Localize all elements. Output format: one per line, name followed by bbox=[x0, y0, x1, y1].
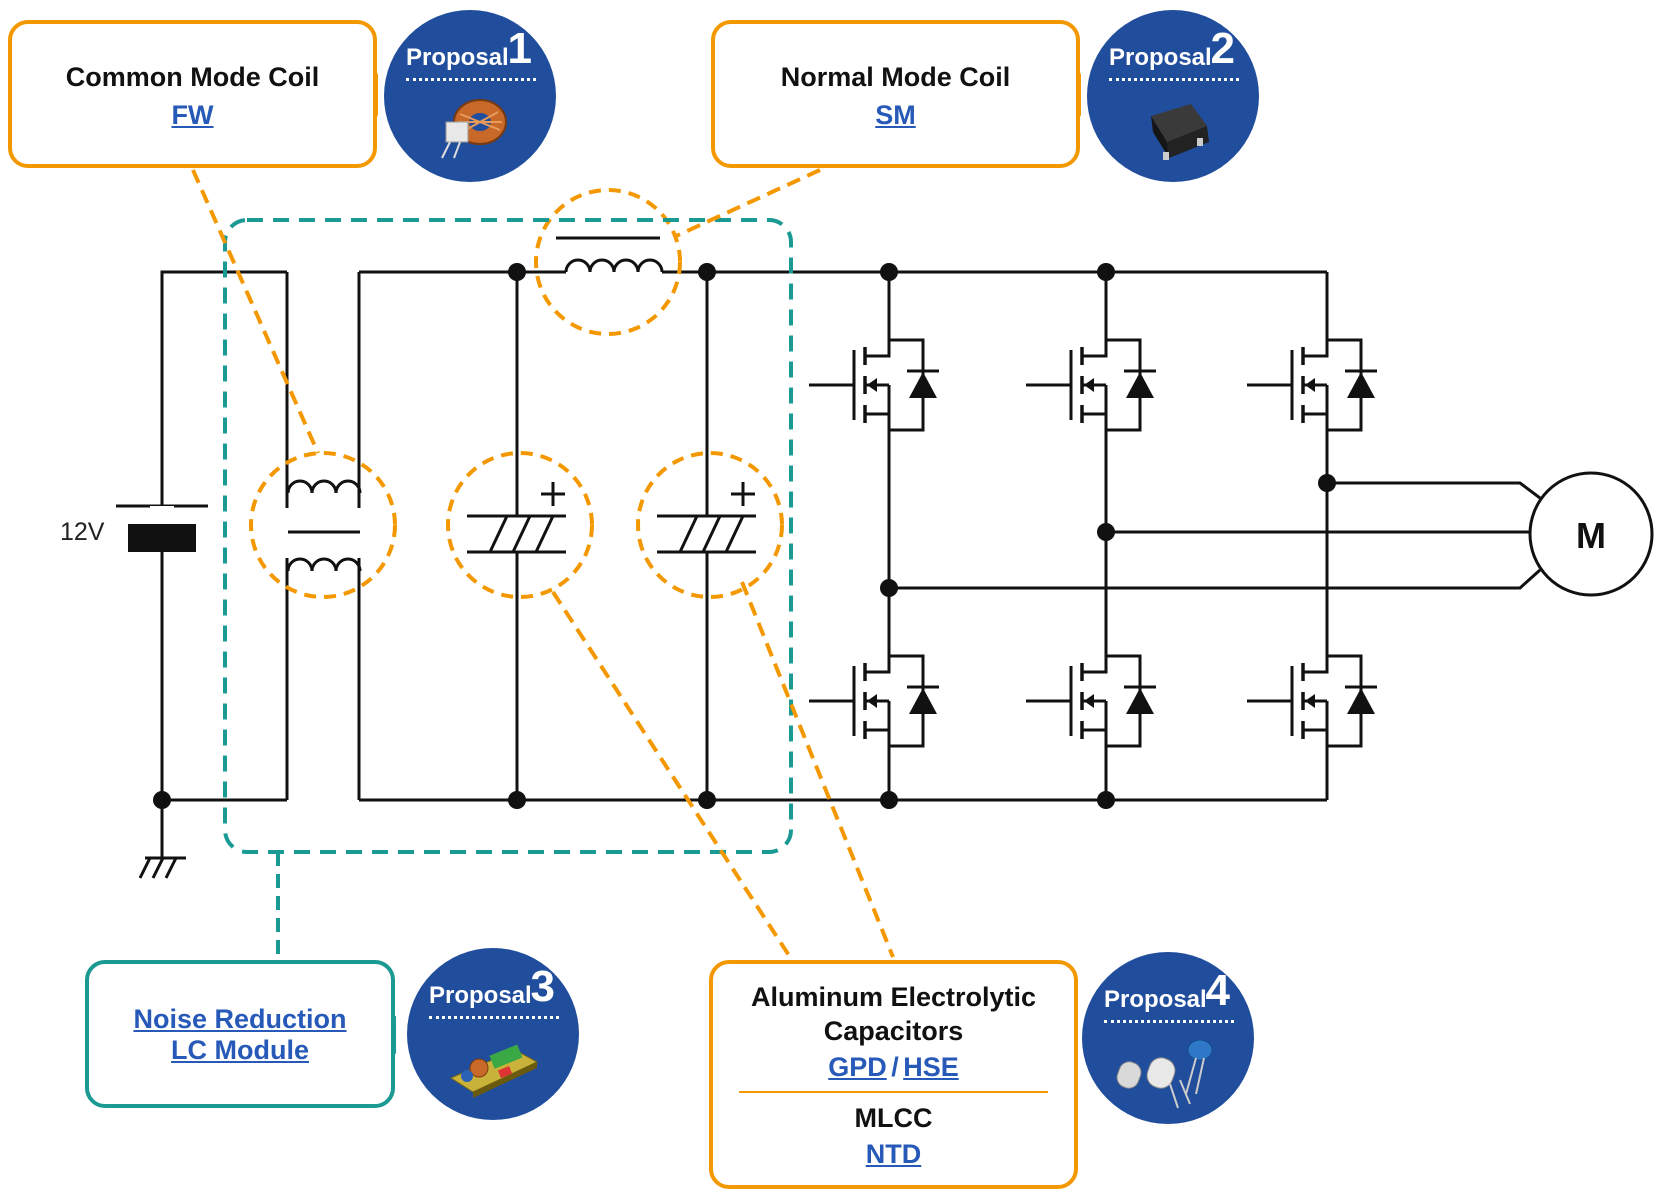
sm-link[interactable]: SM bbox=[875, 100, 916, 130]
badge-word: Proposal bbox=[429, 982, 532, 1009]
battery-voltage-label: 12V bbox=[60, 518, 105, 546]
gpd-link[interactable]: GPD bbox=[828, 1052, 887, 1082]
normal-mode-coil-callout: Normal Mode Coil SM bbox=[711, 20, 1080, 168]
callout-title: Common Mode Coil bbox=[65, 62, 320, 92]
callout-leader-lines bbox=[191, 168, 895, 959]
common-mode-coil-symbol bbox=[285, 272, 362, 800]
highlight-circles bbox=[249, 188, 784, 599]
badge-divider bbox=[1104, 1020, 1234, 1023]
badge-number: 2 bbox=[1210, 24, 1235, 73]
fw-link[interactable]: FW bbox=[171, 100, 214, 130]
badge-word: Proposal bbox=[1104, 986, 1207, 1013]
proposal-1-badge[interactable]: Proposal 1 bbox=[384, 10, 556, 182]
common-mode-coil-callout: Common Mode Coil FW bbox=[8, 20, 377, 168]
smd-inductor-icon bbox=[1151, 104, 1209, 160]
badge-number: 1 bbox=[507, 24, 532, 73]
mlcc-title: MLCC bbox=[854, 1103, 933, 1133]
callout-pointers bbox=[355, 73, 1081, 1057]
callout-divider bbox=[739, 1091, 1048, 1093]
lc-module-boundary bbox=[223, 218, 793, 854]
callout-title-line2: Capacitors bbox=[823, 1016, 964, 1046]
badge-number: 4 bbox=[1205, 966, 1230, 1015]
lc-module-board-icon bbox=[449, 1044, 539, 1098]
proposal-3-badge[interactable]: Proposal 3 bbox=[407, 948, 579, 1120]
ntd-link[interactable]: NTD bbox=[865, 1139, 922, 1169]
badge-word: Proposal bbox=[406, 44, 509, 71]
motor-label: M bbox=[1576, 515, 1606, 556]
capacitors-callout: Aluminum Electrolytic Capacitors GPD / H… bbox=[709, 960, 1078, 1189]
inverter-bridge bbox=[807, 272, 1542, 800]
lc-module-link[interactable]: LC Module bbox=[171, 1035, 309, 1065]
motor-symbol: M bbox=[1528, 471, 1654, 597]
link-separator: / bbox=[891, 1052, 899, 1082]
toroid-coil-icon bbox=[441, 99, 507, 159]
badge-number: 3 bbox=[530, 962, 555, 1011]
lc-module-callout: Noise Reduction LC Module bbox=[85, 960, 395, 1108]
capacitors-icon bbox=[1116, 1039, 1213, 1109]
badge-divider bbox=[1109, 78, 1239, 81]
proposal-4-badge[interactable]: Proposal 4 bbox=[1082, 952, 1254, 1124]
hse-link[interactable]: HSE bbox=[903, 1052, 959, 1082]
capacitor-symbols bbox=[467, 272, 756, 800]
badge-divider bbox=[429, 1016, 559, 1019]
badge-divider bbox=[406, 78, 536, 81]
callout-title: Normal Mode Coil bbox=[780, 62, 1011, 92]
proposal-2-badge[interactable]: Proposal 2 bbox=[1087, 10, 1259, 182]
callout-title-line1: Aluminum Electrolytic bbox=[750, 982, 1037, 1012]
badge-word: Proposal bbox=[1109, 44, 1212, 71]
battery-section: 12V bbox=[60, 270, 287, 879]
noise-reduction-link[interactable]: Noise Reduction bbox=[133, 1004, 347, 1034]
